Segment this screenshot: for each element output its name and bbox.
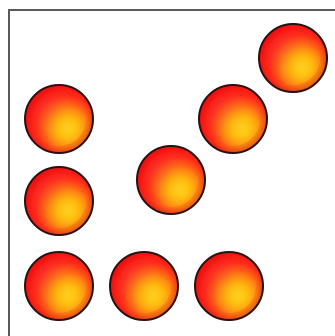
red-token[interactable] bbox=[258, 23, 328, 93]
red-token[interactable] bbox=[24, 251, 94, 321]
red-token[interactable] bbox=[198, 84, 268, 154]
red-token[interactable] bbox=[24, 166, 94, 236]
red-token[interactable] bbox=[194, 251, 264, 321]
red-token[interactable] bbox=[24, 84, 94, 154]
red-token[interactable] bbox=[109, 251, 179, 321]
red-token[interactable] bbox=[136, 145, 206, 215]
